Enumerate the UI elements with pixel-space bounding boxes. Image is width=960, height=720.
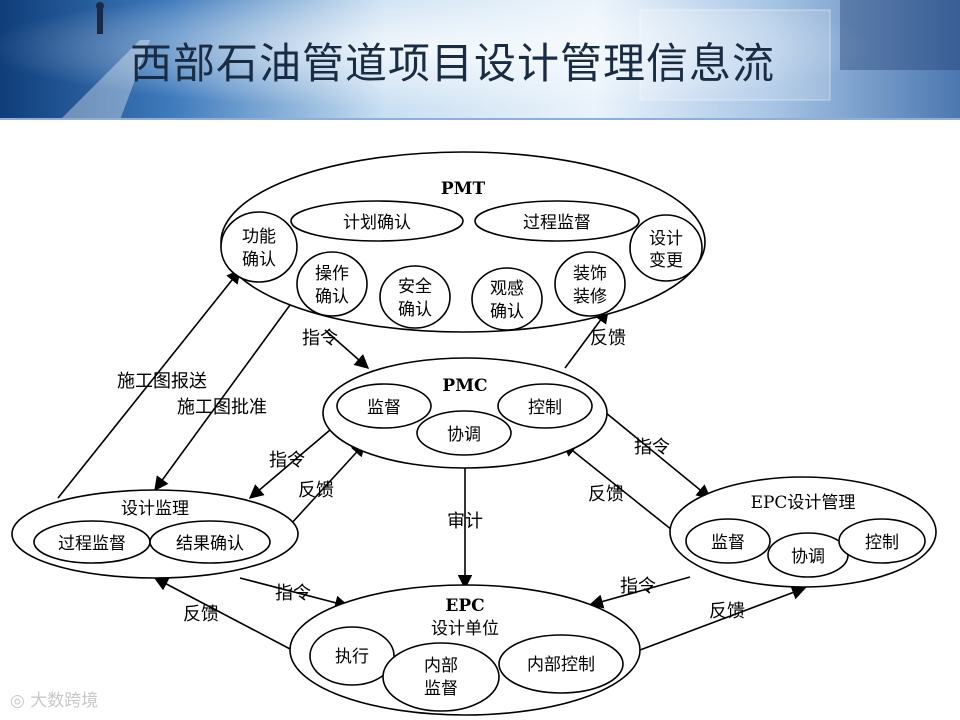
pmt-function-confirm-line1: 功能 xyxy=(242,227,276,247)
pmt-safety-confirm-ellipse xyxy=(379,265,451,329)
pmt-appearance-confirm-ellipse xyxy=(471,267,543,331)
pmt-operation-confirm-line2: 确认 xyxy=(315,287,349,307)
banner-laptop-shape xyxy=(639,9,831,101)
arrow-unit-to-epcm xyxy=(639,585,807,651)
pmt-plan-confirm-ellipse xyxy=(290,200,464,242)
banner-figure-platform xyxy=(60,40,150,120)
epcm-coordinate-label: 协调 xyxy=(791,547,825,567)
pmc-title: PMC xyxy=(442,376,487,396)
arrow-pmt-to-pmc xyxy=(324,329,370,369)
pmc-control-label: 控制 xyxy=(528,398,562,418)
flow-label-unit-to-epcm: 反馈 xyxy=(709,601,745,622)
banner-figure-person xyxy=(97,8,103,34)
pmc-node xyxy=(322,357,608,469)
pmt-design-change-line1: 设计 xyxy=(649,229,683,249)
slide-title: 西部石油管道项目设计管理信息流 xyxy=(130,39,776,88)
pmt-decoration-line1: 装饰 xyxy=(573,264,607,284)
banner-figure-head xyxy=(96,2,104,10)
pmt-function-confirm-line2: 确认 xyxy=(242,250,276,270)
pmt-safety-confirm-line1: 安全 xyxy=(398,277,432,297)
pmc-supervise-label: 监督 xyxy=(367,398,401,418)
epc-unit-node xyxy=(289,584,641,716)
pmt-design-change-line2: 变更 xyxy=(649,251,683,271)
epcm-control-ellipse xyxy=(838,518,926,564)
flow-label-drawing-approve: 施工图批准 xyxy=(177,397,267,418)
pmt-appearance-confirm-line1: 观感 xyxy=(490,279,524,299)
pmc-coordinate-label: 协调 xyxy=(447,425,481,445)
unit-internal-supervise-line2: 监督 xyxy=(424,679,458,699)
watermark-text: 大数跨境 xyxy=(30,691,99,711)
unit-internal-control-ellipse xyxy=(498,634,624,694)
pmt-safety-confirm-line2: 确认 xyxy=(398,300,432,320)
pmt-decoration-ellipse xyxy=(554,251,626,317)
pmt-function-confirm-ellipse xyxy=(220,211,298,283)
flow-label-pmc-to-epcm: 指令 xyxy=(634,437,670,458)
banner-screen-shape xyxy=(840,0,960,70)
flow-label-supervision-to-unit: 指令 xyxy=(275,583,311,604)
arrow-drawing-approve xyxy=(154,304,291,492)
epcm-supervise-ellipse xyxy=(685,518,771,564)
pmt-appearance-confirm-line2: 确认 xyxy=(490,302,524,322)
arrow-epcm-to-pmc xyxy=(561,442,673,531)
epc-mgmt-node xyxy=(669,476,937,588)
arrow-pmc-to-pmt xyxy=(564,308,609,369)
arrow-supervision-to-unit xyxy=(239,577,350,610)
epc-mgmt-title: EPC设计管理 xyxy=(751,493,856,513)
banner-decoration xyxy=(60,0,960,120)
flow-label-pmt-to-pmc: 指令 xyxy=(302,328,338,349)
unit-internal-supervise-line1: 内部 xyxy=(424,656,458,676)
flow-label-epcm-to-pmc: 反馈 xyxy=(588,484,624,505)
unit-internal-control-label: 内部控制 xyxy=(527,655,595,675)
supervision-result-label: 结果确认 xyxy=(176,534,244,554)
arrow-pmc-to-epcm xyxy=(599,407,712,499)
banner-glow xyxy=(0,0,960,120)
pmt-process-supervise-ellipse xyxy=(474,200,640,242)
pmc-supervise-ellipse xyxy=(336,383,432,429)
design-supervision-title: 设计监理 xyxy=(121,499,189,519)
pmt-design-change-ellipse xyxy=(629,214,703,282)
pmc-control-ellipse xyxy=(497,383,593,429)
epc-unit-title-line1: EPC xyxy=(445,596,484,616)
arrow-epcm-to-unit xyxy=(588,576,691,609)
arrow-unit-to-supervision xyxy=(153,577,293,651)
arrow-supervision-to-pmc xyxy=(289,441,366,526)
banner-bottom-line xyxy=(0,118,960,120)
pmt-plan-confirm-label: 计划确认 xyxy=(343,213,411,233)
flow-label-audit: 审计 xyxy=(447,511,483,532)
flow-label-unit-to-supervision: 反馈 xyxy=(183,604,219,625)
arrow-pmc-to-supervision xyxy=(248,429,331,499)
flow-label-pmc-to-supervision: 指令 xyxy=(269,450,305,471)
pmt-decoration-line2: 装修 xyxy=(573,287,607,307)
pmt-node xyxy=(220,151,706,333)
flow-label-drawing-submit: 施工图报送 xyxy=(117,371,207,392)
pmt-operation-confirm-line1: 操作 xyxy=(315,264,349,284)
pmt-process-supervise-label: 过程监督 xyxy=(523,213,591,233)
arrow-drawing-submit xyxy=(57,268,241,499)
design-supervision-node xyxy=(11,489,299,579)
watermark: ◎ 大数跨境 xyxy=(10,686,98,711)
supervision-process-label: 过程监督 xyxy=(58,534,126,554)
unit-execute-label: 执行 xyxy=(335,647,369,667)
supervision-result-ellipse xyxy=(149,520,271,564)
pmt-title: PMT xyxy=(441,179,486,199)
title-banner: 西部石油管道项目设计管理信息流 xyxy=(0,0,960,120)
flow-label-supervision-to-pmc: 反馈 xyxy=(298,480,334,501)
pmc-coordinate-ellipse xyxy=(416,410,512,456)
epcm-supervise-label: 监督 xyxy=(711,533,745,553)
epcm-control-label: 控制 xyxy=(865,533,899,553)
watermark-logo-icon: ◎ xyxy=(10,691,25,711)
flow-label-pmc-to-pmt: 反馈 xyxy=(590,328,626,349)
unit-internal-supervise-ellipse xyxy=(382,642,500,712)
pmt-operation-confirm-ellipse xyxy=(296,251,368,317)
epc-unit-title-line2: 设计单位 xyxy=(431,619,499,639)
flow-label-epcm-to-unit: 指令 xyxy=(620,576,656,597)
